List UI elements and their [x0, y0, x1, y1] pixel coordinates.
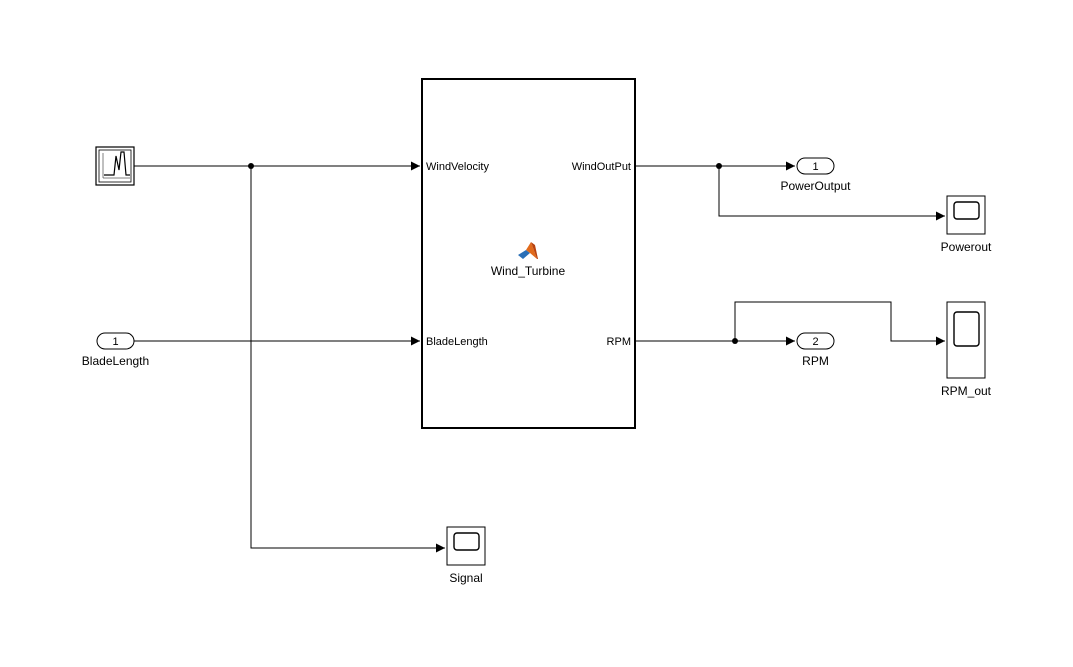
wire-signal-scope[interactable] — [250, 166, 445, 553]
scope-label: RPM_out — [941, 384, 992, 398]
wire-powerout-scope[interactable] — [718, 166, 945, 221]
outport-label: RPM — [802, 354, 829, 368]
input-port-label: WindVelocity — [426, 161, 489, 173]
signal-builder-block[interactable] — [95, 146, 135, 186]
branch-point — [716, 163, 722, 169]
wind-turbine-subsystem[interactable]: WindVelocity BladeLength WindOutPut RPM … — [421, 78, 636, 429]
outport-poweroutput[interactable]: 1 PowerOutput — [780, 157, 851, 193]
outport-label: PowerOutput — [780, 179, 851, 193]
branch-point — [732, 338, 738, 344]
signal-builder-icon — [102, 151, 130, 179]
outport-number: 2 — [812, 336, 818, 348]
inport-number: 1 — [112, 336, 118, 348]
outport-number: 1 — [812, 161, 818, 173]
scope-signal[interactable]: Signal — [446, 526, 486, 585]
scope-powerout[interactable]: Powerout — [941, 195, 992, 254]
wire-rpm-scope[interactable] — [734, 301, 945, 346]
scope-icon — [953, 311, 980, 347]
scope-label: Powerout — [941, 240, 992, 254]
scope-label: Signal — [449, 571, 482, 585]
input-port-label: BladeLength — [426, 336, 488, 348]
output-port-label: WindOutPut — [572, 161, 631, 173]
scope-icon — [953, 201, 980, 220]
inport-label: BladeLength — [82, 354, 149, 368]
inport-bladelength[interactable]: 1 BladeLength — [82, 332, 149, 368]
signal-lines — [134, 161, 945, 553]
matlab-function-icon — [518, 242, 538, 259]
output-port-label: RPM — [607, 336, 631, 348]
subsystem-name: Wind_Turbine — [491, 264, 566, 278]
branch-point — [248, 163, 254, 169]
outport-rpm[interactable]: 2 RPM — [796, 332, 835, 368]
scope-icon — [453, 532, 480, 551]
scope-rpm-out[interactable]: RPM_out — [941, 301, 992, 398]
